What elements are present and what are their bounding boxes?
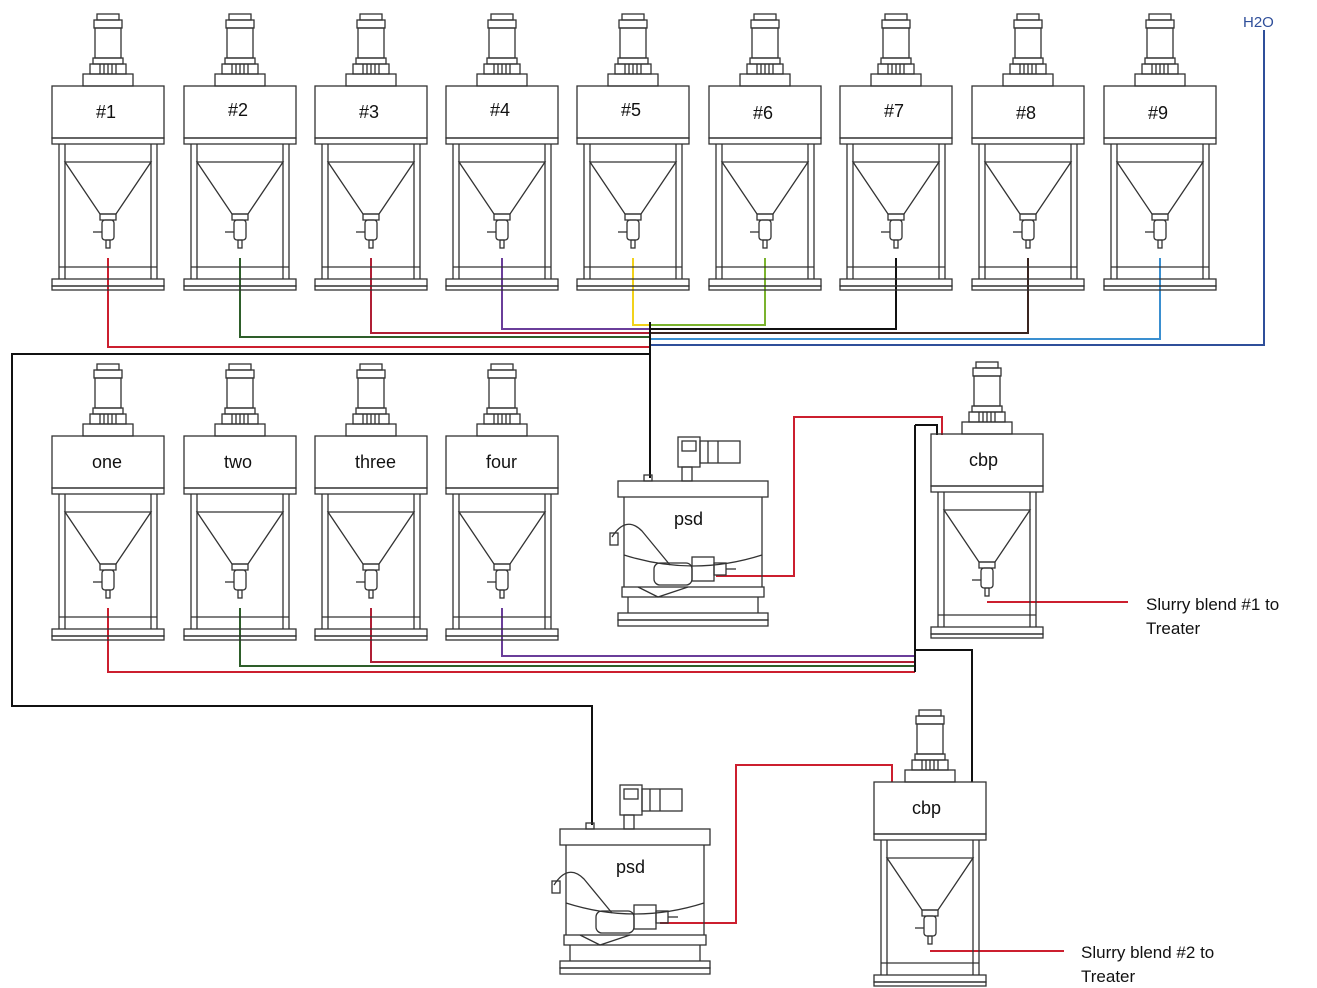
output-2-line1: Slurry blend #2 to bbox=[1081, 943, 1214, 962]
pipe-tank-5 bbox=[632, 258, 650, 326]
tank-3-label: #3 bbox=[359, 102, 379, 122]
top-tank-row: #1 #2 #3 #4 #5 #6 #7 #8 #9 bbox=[51, 13, 1217, 291]
tank-4 bbox=[445, 13, 559, 291]
pipe-tank-8 bbox=[650, 258, 1029, 334]
pipe-tank-two bbox=[239, 608, 915, 667]
tank-four bbox=[445, 363, 559, 641]
pipe-psd1-to-cbp1 bbox=[716, 416, 943, 577]
blend-tank-2-label: cbp bbox=[912, 798, 941, 818]
pipe-tank-2 bbox=[239, 258, 650, 338]
mixer-1 bbox=[609, 436, 769, 627]
tank-4-label: #4 bbox=[490, 100, 510, 120]
output-2-line2: Treater bbox=[1081, 967, 1136, 986]
tank-three-label: three bbox=[355, 452, 396, 472]
tank-9 bbox=[1103, 13, 1217, 291]
output-1-line1: Slurry blend #1 to bbox=[1146, 595, 1279, 614]
water-source-label: H2O bbox=[1243, 14, 1274, 31]
tank-5-label: #5 bbox=[621, 100, 641, 120]
blend-tank-2 bbox=[873, 709, 987, 987]
pipe-tank-4 bbox=[501, 258, 650, 330]
tank-one-label: one bbox=[92, 452, 122, 472]
middle-tank-row: one two three four bbox=[51, 363, 559, 641]
tank-7 bbox=[839, 13, 953, 291]
tank-6-label: #6 bbox=[753, 103, 773, 123]
tank-three bbox=[314, 363, 428, 641]
pipe-tank-9 bbox=[650, 258, 1161, 340]
output-1-line2: Treater bbox=[1146, 619, 1201, 638]
tank-four-label: four bbox=[486, 452, 517, 472]
tank-3 bbox=[314, 13, 428, 291]
mixer-2-label: psd bbox=[616, 857, 645, 877]
pipe-psd2-to-cbp2 bbox=[660, 764, 893, 924]
pipe-tank-1 bbox=[107, 258, 650, 348]
mixer-group: psd psd bbox=[551, 436, 769, 975]
pipe-network bbox=[11, 30, 1265, 952]
tank-two-label: two bbox=[224, 452, 252, 472]
pipe-riser-to-cbp1 bbox=[915, 424, 938, 435]
mixer-2 bbox=[551, 784, 711, 975]
pipe-tank-three bbox=[370, 608, 915, 663]
tank-8 bbox=[971, 13, 1085, 291]
blend-tank-1 bbox=[930, 361, 1044, 639]
tank-9-label: #9 bbox=[1148, 103, 1168, 123]
blend-tank-1-label: cbp bbox=[969, 450, 998, 470]
tank-one bbox=[51, 363, 165, 641]
pipe-water bbox=[650, 30, 1265, 346]
pipe-middle-to-cbp2 bbox=[915, 649, 973, 782]
tank-6 bbox=[708, 13, 822, 291]
tank-two bbox=[183, 363, 297, 641]
tank-1-label: #1 bbox=[96, 102, 116, 122]
tank-2-label: #2 bbox=[228, 100, 248, 120]
pipe-tank-3 bbox=[370, 258, 650, 334]
tank-1 bbox=[51, 13, 165, 291]
tank-5 bbox=[576, 13, 690, 291]
pipe-header-loop bbox=[11, 353, 650, 825]
pipe-tank-four bbox=[501, 608, 915, 657]
tank-8-label: #8 bbox=[1016, 103, 1036, 123]
mixer-1-label: psd bbox=[674, 509, 703, 529]
tank-7-label: #7 bbox=[884, 101, 904, 121]
pipe-tank-6 bbox=[650, 258, 766, 326]
blend-tank-group: cbp cbp bbox=[873, 361, 1044, 987]
tank-2 bbox=[183, 13, 297, 291]
pipe-tank-7 bbox=[650, 258, 897, 330]
